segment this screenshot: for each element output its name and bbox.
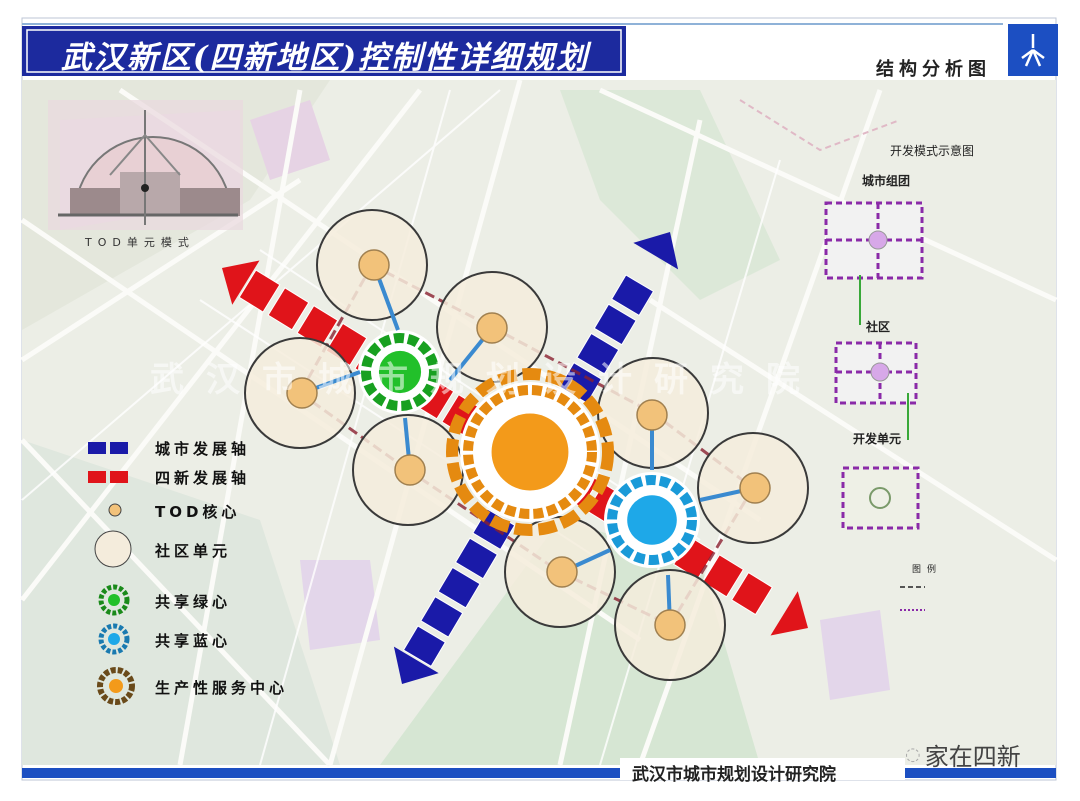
tod-inset-diagram [48,100,243,230]
footer-bar [22,758,1056,780]
legend-icons [88,442,135,705]
service-center [491,413,569,491]
side-panel-title: 开发模式示意图 [890,144,975,158]
red-axis-icon [88,471,128,483]
city-axis-segment [454,537,499,580]
blue-core-icon [98,623,130,655]
tod-core [286,377,318,409]
section-development-unit: 开发单元 [853,432,902,446]
legend-label-service-center: 生产性服务中心 [155,679,289,697]
map-subtitle: 结构分析图 [876,59,991,80]
city-axis-segment [558,362,603,404]
legend-label-sixin-axis: 四新发展轴 [155,469,251,487]
city-axis-segment [610,274,655,317]
footer-institute: 武汉市城市规划设计研究院 [632,765,836,785]
service-center-outer-ring [446,368,614,536]
page-title: 武汉新区(四新地区)控制性详细规划 [60,40,590,76]
wechat-icon: ◌ [905,744,921,765]
legend-label-blue-core: 共享蓝心 [155,632,232,650]
sixin-axis-segment [702,554,745,598]
legend-label-community-unit: 社区单元 [155,542,232,560]
city-axis-segment [593,303,637,346]
tod-inset-caption: TOD单元模式 [85,236,195,249]
tod-core [739,472,771,504]
tod-core [654,609,686,641]
tod-core [476,312,508,344]
city-axis-segment [576,332,620,375]
tod-core [394,454,426,486]
sixin-axis-segment [267,287,310,331]
title-bar [22,26,626,76]
development-unit-diagram [841,466,920,530]
institute-logo [1008,24,1058,76]
sixin-axis-arrowhead [770,591,808,636]
legend-label-city-axis: 城市发展轴 [155,440,251,458]
blue-axis-icon [88,442,128,454]
flow-arrows [859,275,909,440]
community-unit-icon [94,530,132,568]
city-axis-segment [420,596,464,638]
green-core [378,350,422,394]
sixin-axis-segment [730,571,773,616]
footer-account: ◌ 家在四新 [905,737,1021,772]
sixin-axis-segment [238,269,281,313]
legend-label-green-core: 共享绿心 [155,593,232,611]
section-community: 社区 [866,320,891,334]
city-axis-arrowhead [633,232,679,270]
legend-label-tod-core: TOD核心 [155,503,241,521]
section-urban-cluster: 城市组团 [862,174,911,188]
tod-core [636,399,668,431]
blue-core-ring [607,475,697,565]
city-axis-segment [402,625,447,668]
city-axis-segment [437,566,481,609]
green-core-ring [361,333,439,411]
sixin-axis-arrowhead [222,260,260,305]
city-axis-arrowhead [393,646,439,684]
tod-core [546,556,578,588]
blue-core [627,495,677,545]
side-legend-title: 图例 [912,565,943,575]
tod-core-icon [108,503,122,517]
side-legend-swatches [900,586,925,611]
tod-core [358,249,390,281]
watermark: 武汉市城市规划设计研究院 [150,360,822,400]
green-core-icon [98,584,130,616]
service-center-icon [97,667,135,705]
unit-connection [668,487,755,626]
account-name: 家在四新 [924,743,1021,771]
service-center-ring [463,385,597,519]
